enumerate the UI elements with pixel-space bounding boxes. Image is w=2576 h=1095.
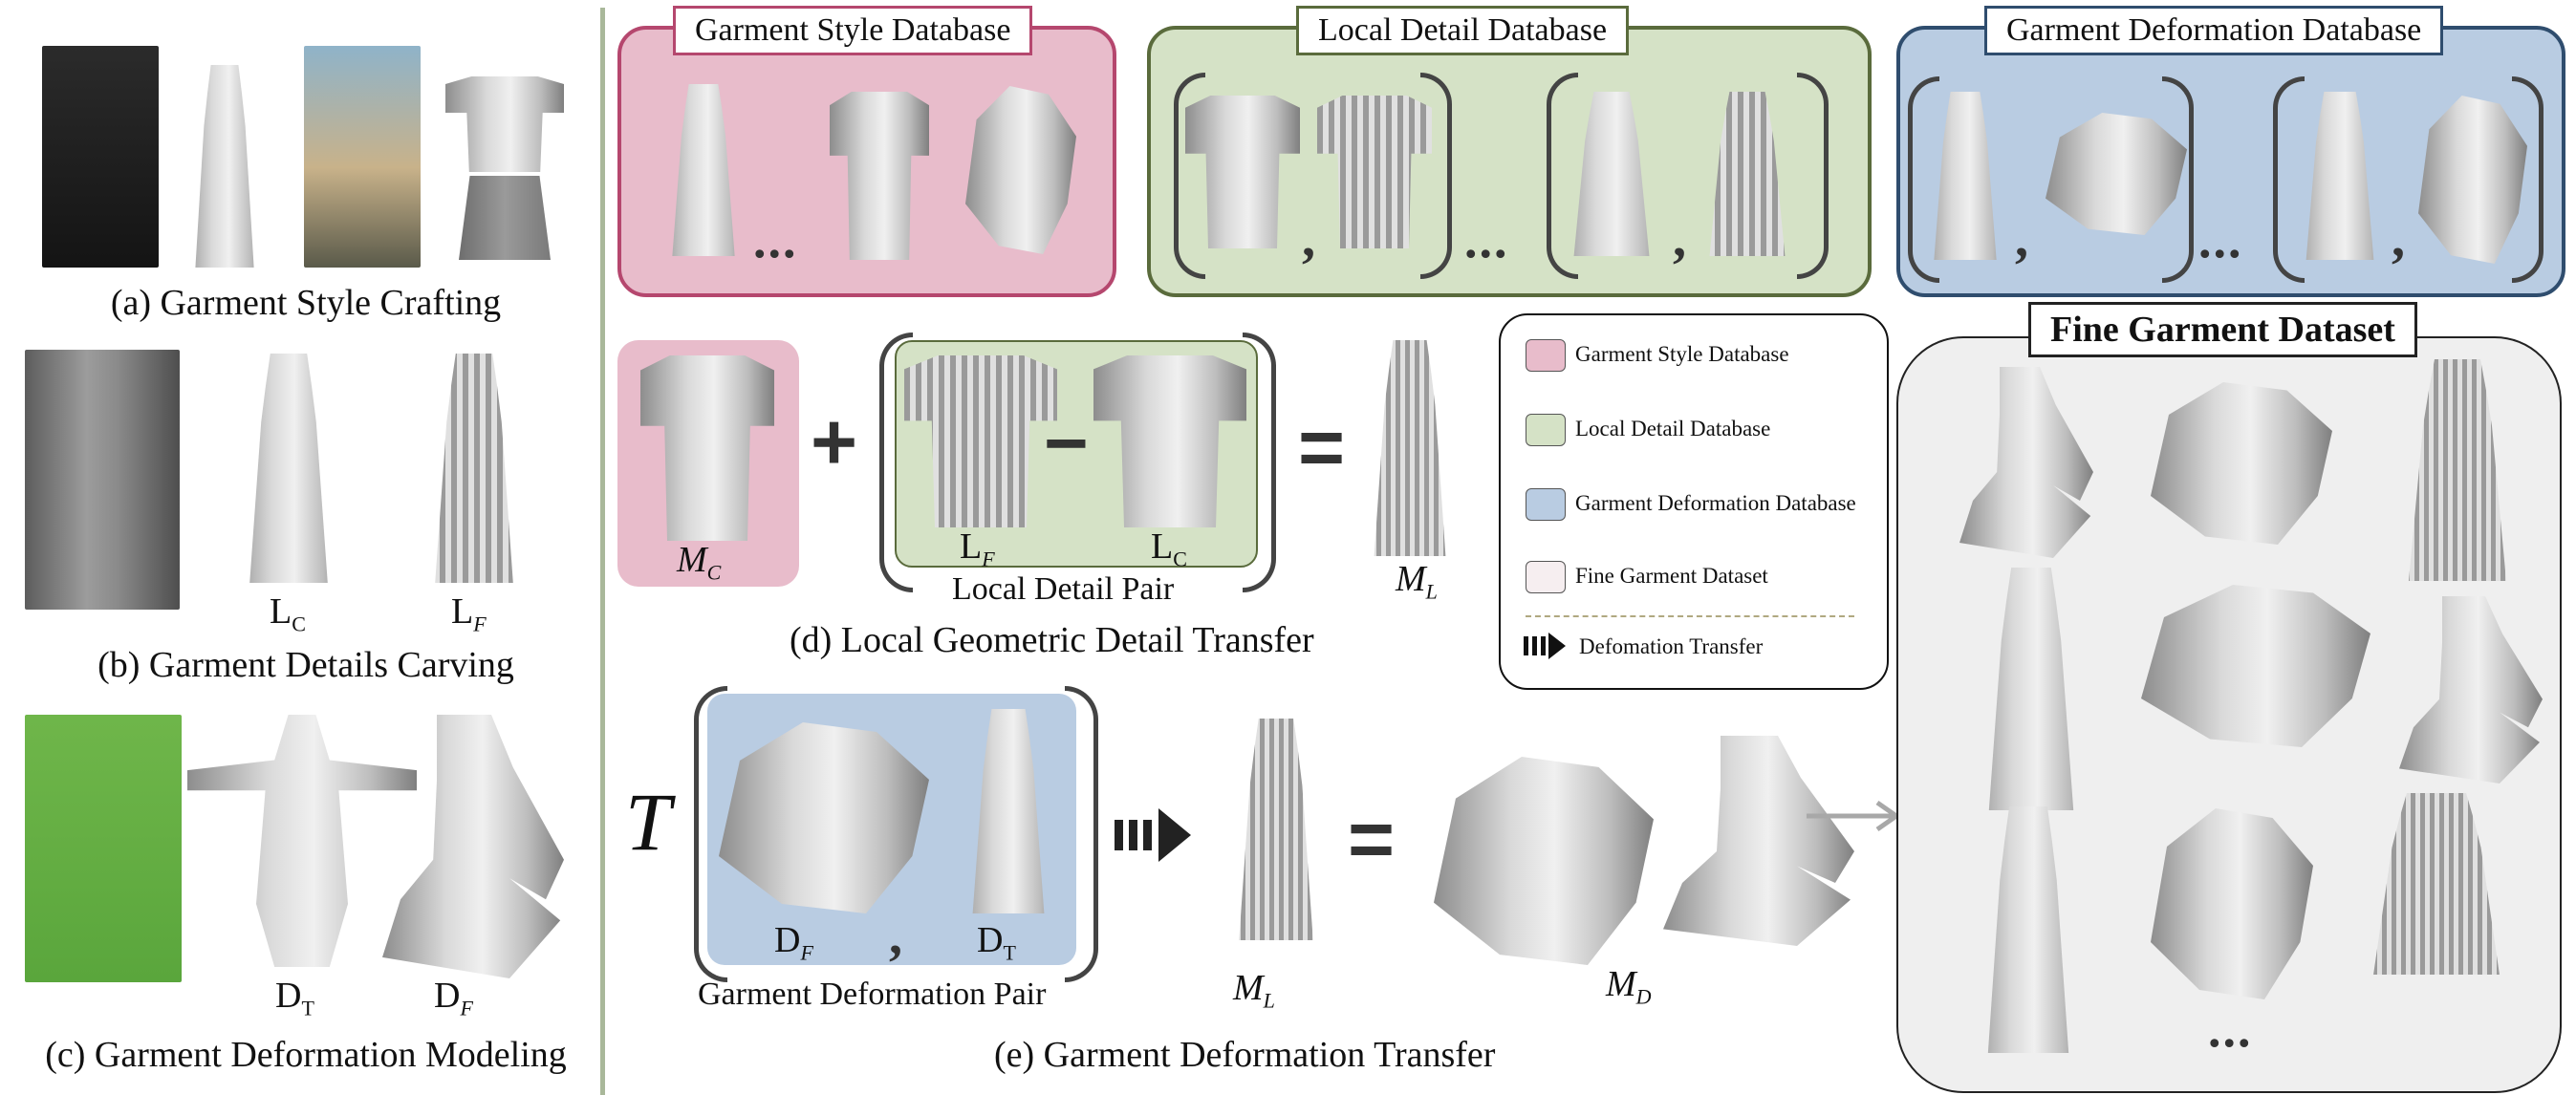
style-database-title: Garment Style Database [673, 6, 1033, 55]
label-df: DF [434, 976, 473, 1020]
caption-b: (b) Garment Details Carving [97, 645, 514, 685]
deform-comma-1: , [2015, 209, 2028, 268]
column-divider [600, 8, 605, 1095]
garment-crop-top [445, 76, 564, 172]
ml-label-e: ML [1233, 968, 1275, 1013]
local-database-title: Local Detail Database [1296, 6, 1630, 55]
legend-label-fine: Fine Garment Dataset [1575, 564, 1768, 588]
local-bracket-r2 [1797, 73, 1829, 279]
deformation-transfer-arrow-icon [1115, 808, 1191, 862]
deform-pair-comma: , [889, 907, 902, 966]
deform-pair-bracket-left [694, 686, 727, 982]
ml-label-d: ML [1396, 559, 1438, 604]
legend-swatch-local [1526, 414, 1566, 446]
legend-box [1499, 313, 1889, 690]
deform-comma-2: , [2392, 209, 2405, 268]
legend-label-style: Garment Style Database [1575, 342, 1789, 366]
deform-database-title: Garment Deformation Database [1984, 6, 2444, 55]
lc-label: LC [1151, 526, 1187, 571]
photo-woman-black-outfit [304, 46, 421, 268]
local-bracket-l2 [1547, 73, 1578, 279]
legend-label-deform: Garment Deformation Database [1575, 491, 1856, 515]
legend-swatch-fine [1526, 561, 1566, 593]
legend-label-transfer: Defomation Transfer [1579, 634, 1764, 658]
plus-sign: + [811, 397, 858, 486]
mc-label: MC [677, 540, 722, 585]
md-garment-2 [1663, 736, 1854, 946]
photo-woman-green-bg [25, 715, 182, 982]
garment-tpose-avatar [187, 715, 417, 967]
fine-dataset-title: Fine Garment Dataset [2028, 302, 2417, 357]
garment-bodycon-dress [195, 65, 254, 268]
transfer-arrow-icon [1524, 633, 1566, 659]
minus-sign: − [1044, 400, 1089, 485]
garment-fine-dress [435, 354, 513, 583]
local-ellipsis: ... [1464, 211, 1509, 268]
dt-label: DT [977, 920, 1016, 965]
caption-e: (e) Garment Deformation Transfer [994, 1035, 1496, 1075]
label-lc: LC [270, 591, 306, 636]
deform-pair-label: Garment Deformation Pair [698, 977, 1047, 1012]
garment-coarse-dress [249, 354, 328, 583]
local-pair-label: Local Detail Pair [952, 571, 1175, 607]
ml-garment-e [1239, 719, 1313, 940]
equals-sign-d: = [1298, 402, 1346, 492]
local-bracket-r1 [1420, 73, 1452, 279]
label-dt: DT [275, 976, 314, 1020]
deform-bracket-r1 [2162, 76, 2194, 283]
caption-d: (d) Local Geometric Detail Transfer [790, 620, 1314, 660]
fine-ellipsis: ... [2208, 1000, 2253, 1058]
lf-label: LF [960, 526, 995, 571]
deform-bracket-r2 [2512, 76, 2544, 283]
df-label: DF [774, 920, 813, 965]
deform-bracket-l2 [2273, 76, 2305, 283]
local-comma-2: , [1673, 209, 1686, 268]
ml-garment-d [1374, 340, 1446, 556]
caption-a: (a) Garment Style Crafting [110, 283, 502, 323]
md-garment-1 [1434, 757, 1654, 965]
equals-sign-e: = [1348, 794, 1396, 884]
deform-pair-bracket-right [1065, 686, 1098, 982]
md-label: MD [1606, 964, 1652, 1009]
legend-swatch-style [1526, 339, 1566, 372]
legend-label-local: Local Detail Database [1575, 417, 1771, 440]
pair-bracket-right [1243, 333, 1276, 592]
legend-dashed-divider [1526, 615, 1854, 617]
photo-woman-white-dress [42, 46, 159, 268]
photo-hanging-dress [25, 350, 180, 610]
to-dataset-arrow-icon [1807, 800, 1901, 832]
label-lf: LF [451, 591, 487, 636]
garment-twirling-avatar [382, 715, 564, 978]
garment-skirt [459, 176, 551, 260]
local-comma-1: , [1302, 209, 1315, 268]
t-symbol: T [625, 776, 671, 868]
legend-swatch-deform [1526, 488, 1566, 521]
style-ellipsis: ... [753, 211, 798, 268]
deform-ellipsis: ... [2198, 211, 2243, 268]
caption-c: (c) Garment Deformation Modeling [45, 1035, 567, 1075]
